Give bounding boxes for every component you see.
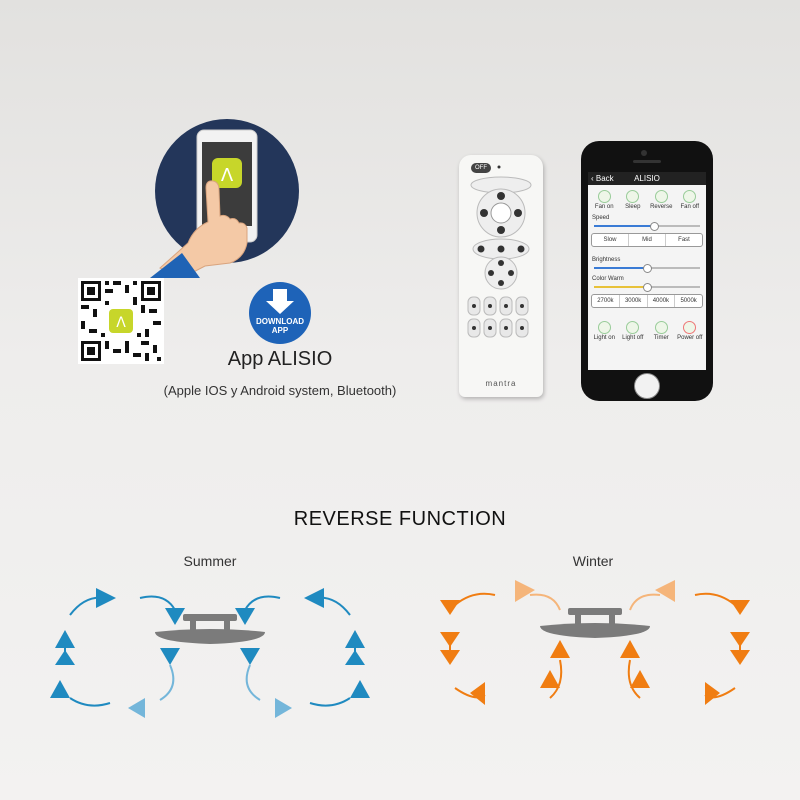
- reverse-function-title: REVERSE FUNCTION: [293, 508, 507, 530]
- arrow-icon: [440, 650, 460, 665]
- brightness-slider[interactable]: [594, 264, 700, 273]
- remote-off-button[interactable]: OFF: [471, 163, 491, 173]
- color-warm-label: Color Warm: [592, 276, 624, 282]
- brightness-label: Brightness: [592, 257, 621, 263]
- light-off-label: Light off: [622, 335, 644, 341]
- bulb-on-icon: [597, 321, 611, 334]
- arrow-icon: [440, 600, 460, 615]
- app-screen-title: ALISIO: [634, 174, 660, 183]
- download-arrow-icon: [249, 282, 311, 344]
- light-controls-row: Light on Light off Timer Power off: [588, 316, 706, 341]
- arrow-icon: [730, 632, 750, 647]
- download-badge-line1: DOWNLOAD: [256, 317, 304, 326]
- fan-mode-mid[interactable]: Mid: [629, 234, 666, 246]
- temp-4000k[interactable]: 4000k: [648, 295, 676, 307]
- fan-on-label: Fan on: [594, 204, 614, 210]
- arrow-icon: [128, 698, 145, 718]
- app-screen-header: ‹ Back ALISIO: [588, 172, 706, 185]
- fan-mode-slow[interactable]: Slow: [592, 234, 629, 246]
- arrow-icon: [345, 650, 365, 665]
- phone-camera: [641, 150, 647, 156]
- reverse-button[interactable]: Reverse: [647, 190, 675, 210]
- arrow-icon: [55, 650, 75, 665]
- fan-off-label: Fan off: [680, 204, 700, 210]
- light-on-label: Light on: [593, 335, 615, 341]
- timer-label: Timer: [653, 335, 669, 341]
- summer-label: Summer: [183, 553, 237, 569]
- phone-speaker: [633, 160, 661, 163]
- arrow-icon: [275, 698, 292, 718]
- fan-icon: [597, 190, 611, 203]
- arrow-icon: [550, 640, 570, 658]
- arrow-icon: [730, 650, 750, 665]
- ceiling-fan-icon: [540, 608, 650, 638]
- fan-off-icon: [683, 190, 697, 203]
- winter-label: Winter: [572, 553, 614, 569]
- fan-off-button[interactable]: Fan off: [676, 190, 704, 210]
- arrow-icon: [235, 608, 255, 625]
- arrow-icon: [96, 588, 116, 608]
- sleep-icon: [626, 190, 640, 203]
- remote-buttons: [467, 165, 532, 338]
- bulb-off-icon: [626, 321, 640, 334]
- back-button[interactable]: ‹ Back: [591, 174, 614, 183]
- power-off-label: Power off: [677, 335, 703, 341]
- arrow-icon: [165, 608, 185, 625]
- phone-home-button[interactable]: [634, 373, 660, 399]
- fan-controls-row: Fan on Sleep Reverse Fan off: [588, 185, 706, 210]
- summer-airflow-diagram: [50, 588, 370, 718]
- speed-slider[interactable]: [594, 222, 700, 231]
- arrow-icon: [350, 680, 370, 698]
- arrow-icon: [304, 588, 324, 608]
- timer-icon: [654, 321, 668, 334]
- arrow-icon: [730, 600, 750, 615]
- app-screen: ‹ Back ALISIO Fan on Sleep Reverse Fan o…: [588, 172, 706, 370]
- download-badge-line2: APP: [271, 326, 289, 335]
- arrow-icon: [50, 680, 70, 698]
- qr-code-icon: Λ: [81, 281, 161, 361]
- sleep-label: Sleep: [625, 204, 641, 210]
- app-hand-illustration: Λ: [150, 119, 299, 278]
- arrow-icon: [655, 580, 675, 602]
- arrow-icon: [345, 630, 365, 648]
- light-off-button[interactable]: Light off: [619, 321, 647, 341]
- arrow-icon: [470, 682, 485, 705]
- temp-2700k[interactable]: 2700k: [592, 295, 620, 307]
- temp-5000k[interactable]: 5000k: [680, 298, 697, 304]
- remote-brand: mantra: [485, 379, 517, 388]
- svg-text:Λ: Λ: [116, 315, 126, 331]
- color-temp-selector: 2700k 3000k 4000k 5000k: [591, 294, 703, 308]
- back-label: Back: [595, 174, 614, 183]
- arrow-icon: [540, 670, 560, 688]
- fan-mode-fast[interactable]: Fast: [678, 237, 690, 243]
- ceiling-fan-icon: [155, 614, 265, 644]
- arrow-icon: [440, 632, 460, 647]
- arrow-icon: [630, 670, 650, 688]
- winter-airflow-diagram: [440, 580, 750, 705]
- fan-mode-selector: Slow Mid Fast: [591, 233, 703, 247]
- sleep-button[interactable]: Sleep: [619, 190, 647, 210]
- timer-button[interactable]: Timer: [647, 321, 675, 341]
- color-temp-slider[interactable]: [594, 283, 700, 292]
- qr-code[interactable]: Λ: [78, 278, 164, 364]
- reverse-label: Reverse: [650, 204, 673, 210]
- arrow-icon: [705, 682, 720, 705]
- arrow-icon: [620, 640, 640, 658]
- app-subtitle: (Apple IOS y Android system, Bluetooth): [163, 383, 397, 398]
- arrow-icon: [55, 630, 75, 648]
- temp-3000k[interactable]: 3000k: [620, 295, 648, 307]
- alisio-logo-icon: Λ: [221, 165, 234, 186]
- speed-label: Speed: [592, 215, 610, 221]
- download-app-badge[interactable]: DOWNLOAD APP: [248, 281, 312, 345]
- arrow-icon: [515, 580, 535, 602]
- power-off-button[interactable]: Power off: [676, 321, 704, 341]
- remote-control: OFF mantra: [459, 155, 543, 397]
- app-title: App ALISIO: [227, 348, 333, 370]
- reverse-icon: [654, 190, 668, 203]
- power-icon: [683, 321, 697, 334]
- fan-on-button[interactable]: Fan on: [590, 190, 618, 210]
- arrow-icon: [240, 648, 260, 665]
- arrow-icon: [160, 648, 180, 665]
- light-on-button[interactable]: Light on: [590, 321, 618, 341]
